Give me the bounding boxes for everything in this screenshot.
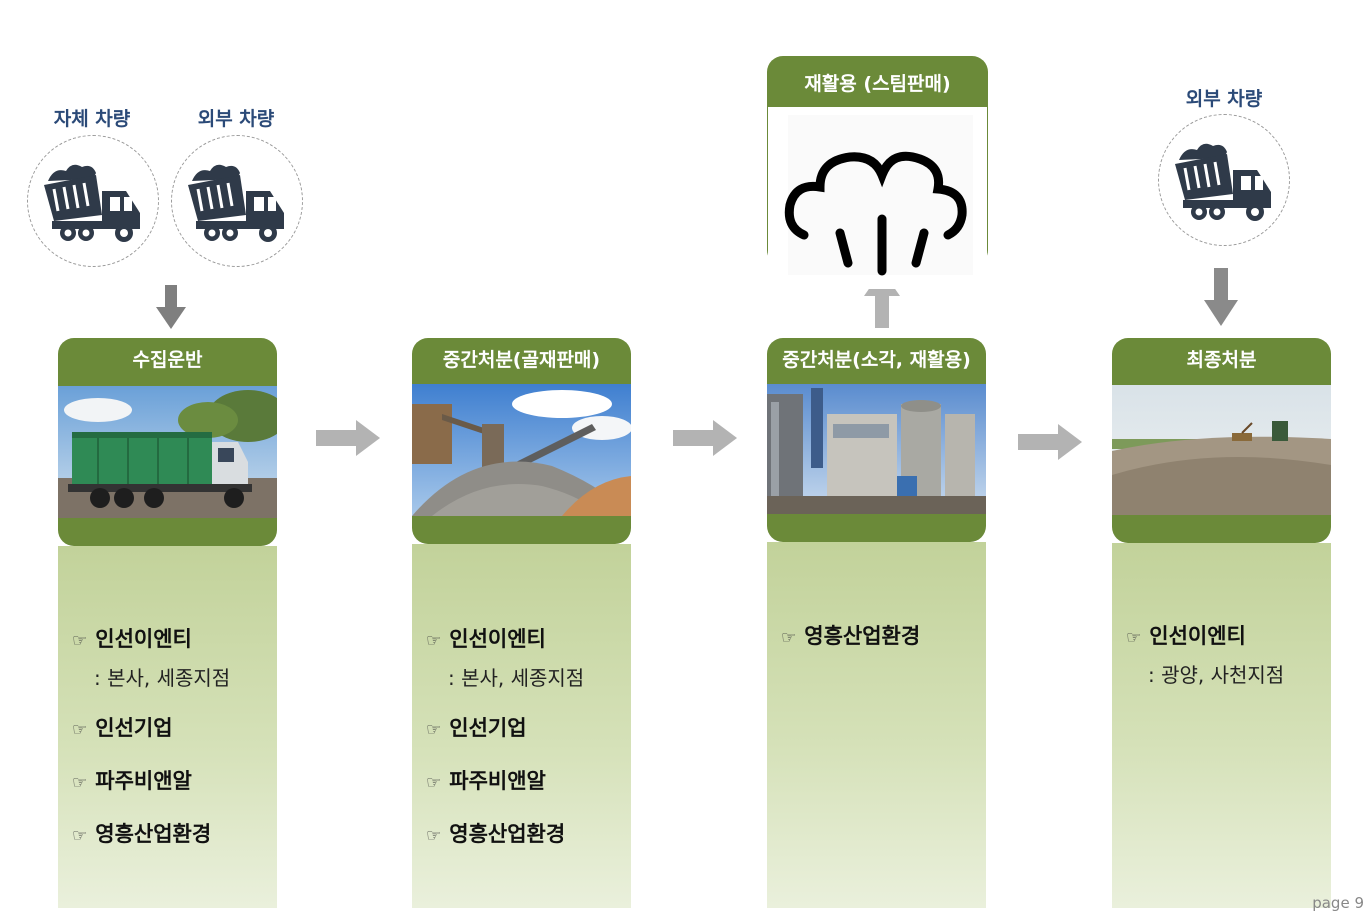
company-entry: ☞인선이엔티: [1126, 624, 1246, 648]
green-dump-truck-photo: [58, 386, 277, 518]
steam-sale-title: 재활용 (스팀판매): [804, 73, 951, 95]
company-entry: ☞영흥산업환경: [781, 624, 921, 648]
steam-icon: [784, 115, 973, 276]
company-entry: ☞인선이엔티: [426, 627, 546, 651]
column-title: 중간처분(소각, 재활용): [767, 338, 986, 386]
company-entry: ☞파주비앤알: [426, 769, 546, 793]
company-entry: ☞영흥산업환경: [72, 822, 212, 846]
company-branches: : 본사, 세종지점: [448, 666, 585, 690]
company-entry: ☞인선기업: [72, 716, 173, 740]
aggregate-crusher-photo: [412, 384, 631, 516]
process-column-incineration: 중간처분(소각, 재활용) ☞영흥산업환경: [767, 338, 986, 908]
company-branches: : 광양, 사천지점: [1148, 663, 1285, 687]
arrow-down-to-collection: [156, 285, 186, 329]
page-number: page 9: [1312, 894, 1364, 912]
external-vehicle-label: 외부 차량: [197, 108, 275, 130]
company-entry: ☞영흥산업환경: [426, 822, 566, 846]
arrow-right-3: [1018, 424, 1082, 460]
column-title: 중간처분(골재판매): [412, 338, 631, 386]
arrow-right-1: [316, 420, 380, 456]
company-entry: ☞인선이엔티: [72, 627, 192, 651]
column-title: 최종처분: [1112, 338, 1331, 386]
external-vehicle-label-right: 외부 차량: [1185, 88, 1263, 110]
process-column-aggregate: 중간처분(골재판매) ☞인선이엔티 : 본사, 세종지점 ☞인선기업 ☞파주비앤…: [412, 338, 631, 908]
process-column-final: 최종처분 ☞인선이엔티 : 광양, 사천지점: [1112, 338, 1331, 908]
incineration-plant-photo: [767, 384, 986, 514]
company-entry: ☞인선기업: [426, 716, 527, 740]
own-truck-icon: [27, 135, 159, 267]
arrow-right-2: [673, 420, 737, 456]
arrow-down-to-final: [1204, 268, 1238, 326]
external-truck-icon: [171, 135, 303, 267]
company-branches: : 본사, 세종지점: [94, 666, 231, 690]
external-truck-icon-right: [1158, 114, 1290, 246]
landfill-photo: [1112, 385, 1331, 515]
steam-sale-box: 재활용 (스팀판매): [767, 56, 988, 289]
own-vehicle-label: 자체 차량: [53, 108, 131, 130]
column-title: 수집운반: [58, 338, 277, 386]
company-entry: ☞파주비앤알: [72, 769, 192, 793]
process-column-collection: 수집운반 ☞인선이엔티 : 본사, 세종지점 ☞인선기업 ☞파주비앤알: [58, 338, 277, 908]
